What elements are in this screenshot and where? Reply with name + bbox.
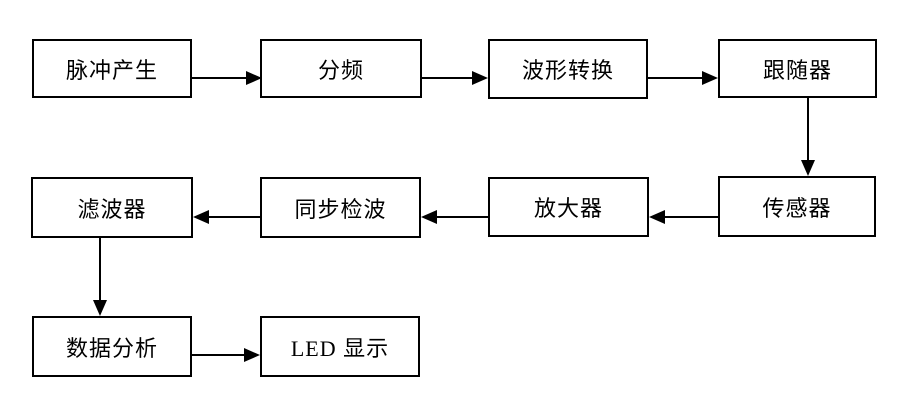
node-waveform-converter: 波形转换 — [488, 39, 648, 99]
arrowhead-left-icon — [193, 210, 209, 224]
edge-filter-to-data-line — [99, 238, 101, 300]
node-frequency-divider: 分频 — [260, 39, 422, 98]
edge-data-to-led-line — [192, 354, 244, 356]
arrowhead-down-icon — [801, 160, 815, 176]
edge-sync-to-filter-line — [209, 216, 260, 218]
arrowhead-left-icon — [649, 210, 665, 224]
node-filter: 滤波器 — [31, 177, 193, 238]
edge-follower-to-sensor-line — [807, 98, 809, 160]
arrowhead-right-icon — [244, 348, 260, 362]
arrowhead-right-icon — [246, 71, 262, 85]
node-amplifier: 放大器 — [488, 177, 649, 237]
node-follower: 跟随器 — [718, 39, 877, 98]
edge-freq-to-wave-line — [422, 77, 472, 79]
arrowhead-right-icon — [472, 71, 488, 85]
node-sensor: 传感器 — [718, 176, 876, 237]
edge-pulse-to-freq-line — [192, 77, 246, 79]
arrowhead-left-icon — [421, 210, 437, 224]
arrowhead-right-icon — [702, 71, 718, 85]
edge-amplifier-to-sync-line — [437, 216, 488, 218]
node-led-display: LED 显示 — [260, 316, 420, 377]
node-pulse-generator: 脉冲产生 — [32, 39, 192, 98]
edge-sensor-to-amplifier-line — [665, 216, 718, 218]
arrowhead-down-icon — [93, 300, 107, 316]
node-sync-detector: 同步检波 — [260, 177, 421, 238]
node-data-analysis: 数据分析 — [32, 316, 192, 377]
edge-wave-to-follower-line — [648, 77, 702, 79]
